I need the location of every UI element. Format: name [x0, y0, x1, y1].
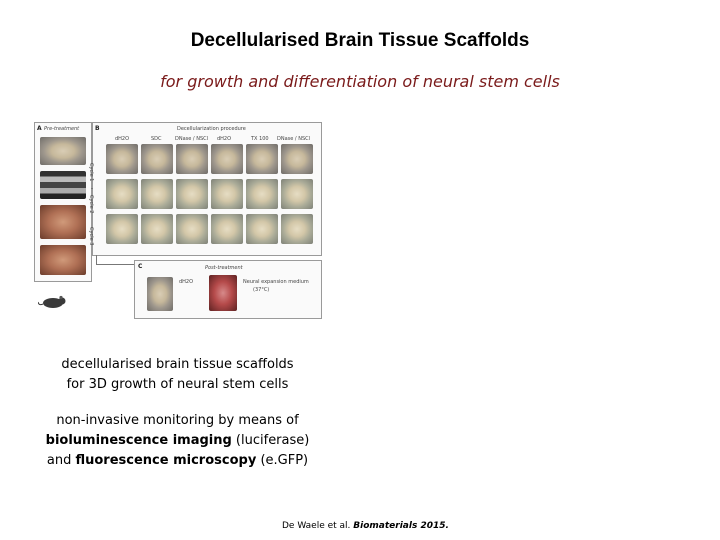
text-line: for 3D growth of neural stem cells — [66, 377, 289, 392]
scaffold-description: decellularised brain tissue scaffolds fo… — [0, 355, 355, 395]
text-fragment: (e.GFP) — [256, 453, 309, 468]
monitoring-description: non-invasive monitoring by means of biol… — [0, 411, 355, 471]
scaffold-image — [106, 179, 138, 209]
medium-dish-image — [209, 275, 237, 311]
column-label: DNase / NSCl — [277, 136, 310, 142]
scaffold-image — [246, 179, 278, 209]
scaffold-image — [106, 214, 138, 244]
row-label: Cycle 3 — [88, 227, 94, 246]
column-label: dH2O — [115, 136, 130, 142]
panel-c-item2-sub: (37°C) — [253, 287, 270, 293]
citation-authors: De Waele et al. — [282, 521, 354, 531]
slide-title: Decellularised Brain Tissue Scaffolds — [190, 30, 530, 51]
panel-b-title: Decellularization procedure — [177, 126, 246, 132]
panel-c: C Post-treatment dH2O Neural expansion m… — [134, 260, 322, 319]
connector-line — [96, 264, 134, 265]
scaffold-image — [281, 179, 313, 209]
scaffold-image — [246, 144, 278, 174]
scaffold-image — [246, 214, 278, 244]
text-line: bioluminescence imaging (luciferase) — [0, 431, 355, 451]
scaffold-image — [147, 277, 173, 311]
connector-line — [96, 255, 97, 265]
scaffold-image — [281, 214, 313, 244]
scaffold-image — [176, 144, 208, 174]
text-fragment: and — [46, 453, 76, 468]
scaffold-image — [281, 144, 313, 174]
connector-line — [91, 188, 93, 189]
clamp-device-image — [40, 171, 86, 199]
brain-slice-image — [40, 137, 86, 165]
scaffold-image — [211, 179, 243, 209]
dissection-image — [40, 245, 86, 275]
whole-brain-image — [40, 205, 86, 239]
panel-a-label: A — [37, 125, 42, 132]
row-label: Cycle 2 — [88, 195, 94, 214]
text-line: decellularised brain tissue scaffolds — [61, 357, 294, 372]
panel-c-item1: dH2O — [179, 279, 194, 285]
scaffold-image — [106, 144, 138, 174]
scaffold-image — [141, 179, 173, 209]
citation-journal: Biomaterials 2015. — [353, 521, 449, 531]
panel-a-title: Pre-treatment — [44, 126, 80, 132]
slide-subtitle: for growth and differentiation of neural… — [160, 72, 560, 91]
scaffold-image — [211, 144, 243, 174]
column-label: DNase / NSCl — [175, 136, 208, 142]
citation: De Waele et al. Biomaterials 2015. — [282, 521, 449, 531]
panel-b-label: B — [95, 125, 100, 132]
panel-c-item2: Neural expansion medium — [243, 279, 309, 285]
panel-c-label: C — [138, 263, 143, 270]
column-label: TX 100 — [251, 136, 269, 142]
panel-a: A Pre-treatment — [34, 122, 92, 282]
mouse-icon — [38, 295, 66, 308]
scaffold-image — [176, 179, 208, 209]
scaffold-image — [141, 144, 173, 174]
text-line: non-invasive monitoring by means of — [56, 413, 299, 428]
panel-c-title: Post-treatment — [205, 265, 243, 271]
column-label: dH2O — [217, 136, 232, 142]
fluorescence-term: fluorescence microscopy — [75, 453, 257, 468]
scaffold-image — [176, 214, 208, 244]
text-line: and fluorescence microscopy (e.GFP) — [0, 451, 355, 471]
row-label: Cycle 1 — [88, 163, 94, 182]
scaffold-image — [211, 214, 243, 244]
decellularization-figure: A Pre-treatment B Decellularization proc… — [34, 122, 322, 319]
text-fragment: (luciferase) — [231, 433, 310, 448]
scaffold-image — [141, 214, 173, 244]
column-label: SDC — [151, 136, 162, 142]
bioluminescence-term: bioluminescence imaging — [45, 433, 232, 448]
panel-b: B Decellularization procedure dH2O SDC D… — [88, 122, 322, 256]
